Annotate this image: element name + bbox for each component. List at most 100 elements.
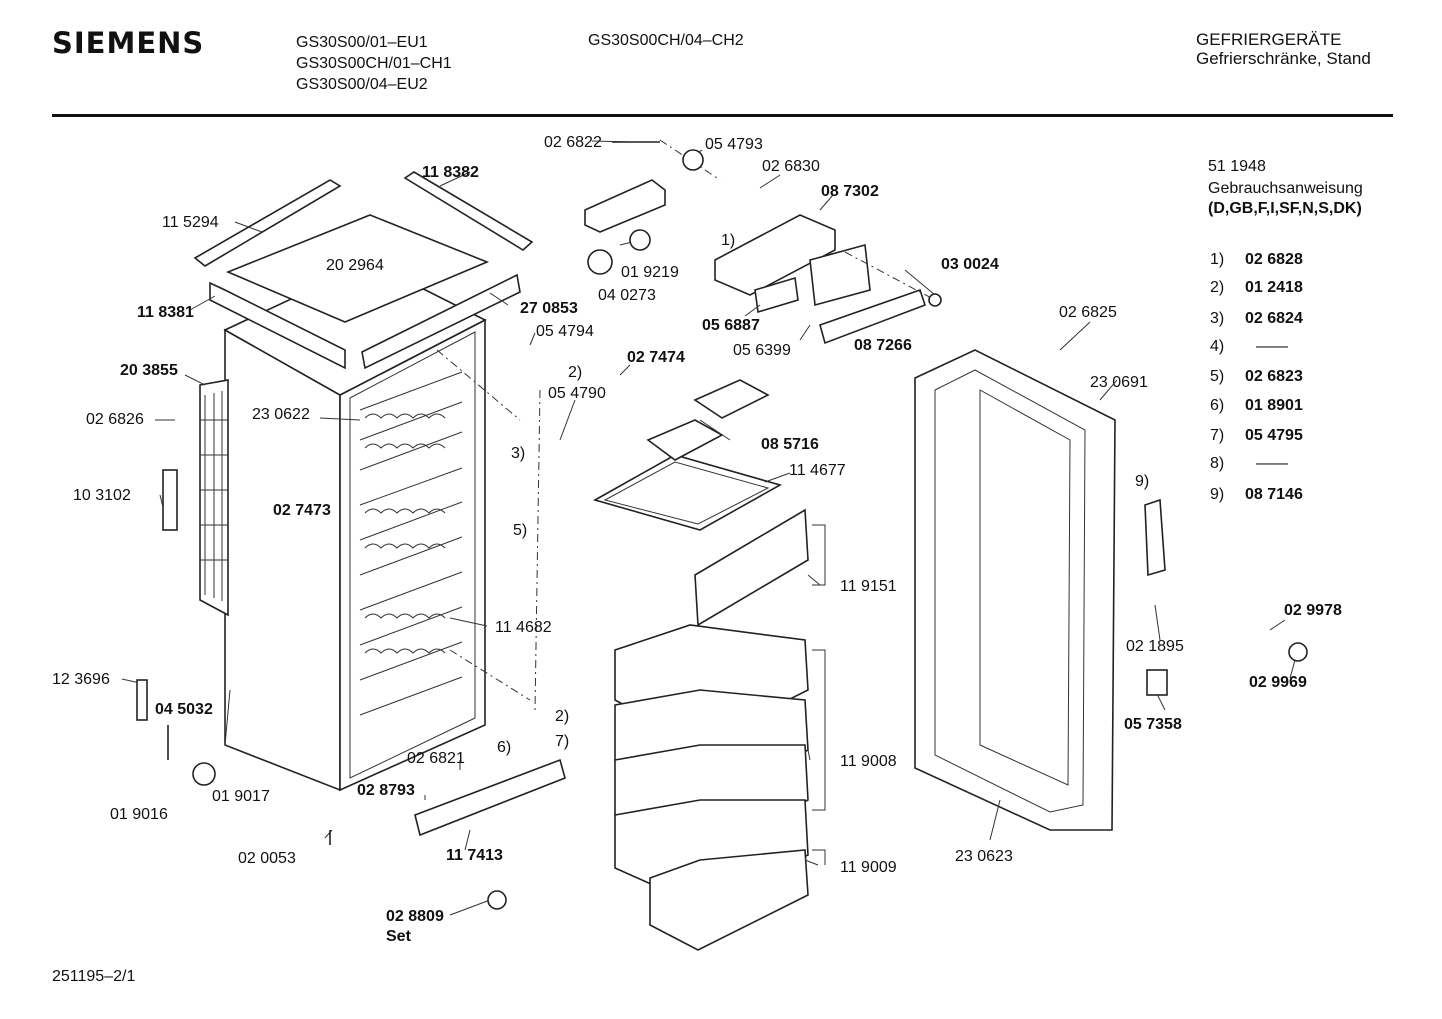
callout-label: 11 4682 xyxy=(495,619,552,636)
callout-label: 02 8793 xyxy=(357,782,415,799)
category-title: GEFRIERGERÄTE xyxy=(1196,30,1342,49)
cold-packs xyxy=(646,379,770,461)
callout-label: 05 4793 xyxy=(705,136,763,153)
basket-shelf xyxy=(592,454,783,531)
legend-key: 9) xyxy=(1210,486,1225,503)
legend-key: 8) xyxy=(1210,455,1225,472)
callout-label: 23 0623 xyxy=(955,848,1013,865)
callout-label: 01 9017 xyxy=(212,788,270,805)
legend-key: 4) xyxy=(1210,338,1225,355)
model-number: GS30S00CH/04–CH2 xyxy=(588,32,744,49)
manual-part-number: 51 1948 xyxy=(1208,158,1266,175)
callout-ref: 1) xyxy=(721,232,735,249)
callout-label: 02 1895 xyxy=(1126,638,1184,655)
callout-label: 02 6830 xyxy=(762,158,820,175)
callout-label: 02 9978 xyxy=(1284,602,1342,619)
callout-label: 12 3696 xyxy=(52,671,110,688)
callout-label: 23 0691 xyxy=(1090,374,1148,391)
callout-label: 08 7302 xyxy=(821,183,879,200)
callout-label: 05 4790 xyxy=(548,385,606,402)
callout-label: Set xyxy=(386,928,412,945)
leader-lines xyxy=(121,140,1296,916)
drawing-reference: 251195–2/1 xyxy=(52,968,136,985)
callout-label: 10 3102 xyxy=(73,487,131,504)
callout-label: 02 7473 xyxy=(273,502,331,519)
callout-label: 05 6887 xyxy=(702,317,760,334)
legend-key: 2) xyxy=(1210,279,1225,296)
top-rails xyxy=(193,171,534,267)
cabinet-body xyxy=(223,261,487,792)
header-divider xyxy=(52,114,1393,117)
callout-label: 02 6821 xyxy=(407,750,465,767)
dash-axes xyxy=(436,139,936,711)
callout-label: 05 6399 xyxy=(733,342,791,359)
callout-label: 11 7413 xyxy=(446,847,503,864)
legend-value: 02 6823 xyxy=(1245,368,1303,385)
callout-label: 11 8382 xyxy=(422,164,479,181)
model-number: GS30S00/01–EU1 xyxy=(296,34,428,51)
callout-label: 11 5294 xyxy=(162,214,219,231)
cabinet-shelves xyxy=(359,371,463,716)
callout-label: 11 9009 xyxy=(840,859,897,876)
callout-label: 23 0622 xyxy=(252,406,310,423)
callout-label: 11 9008 xyxy=(840,753,897,770)
model-number: GS30S00/04–EU2 xyxy=(296,76,428,93)
condenser-grid xyxy=(199,379,229,617)
legend-value: 02 6828 xyxy=(1245,251,1303,268)
callout-label: 04 0273 xyxy=(598,287,656,304)
callout-label: 11 8381 xyxy=(137,304,194,321)
callout-label: 02 6826 xyxy=(86,411,144,428)
legend-key: 3) xyxy=(1210,310,1225,327)
door-frame xyxy=(914,349,1116,831)
callout-label: 27 0853 xyxy=(520,300,578,317)
callout-label: 05 7358 xyxy=(1124,716,1182,733)
callout-label: 02 9969 xyxy=(1249,674,1307,691)
small-parts xyxy=(136,141,1308,910)
callout-label: 02 8809 xyxy=(386,908,444,925)
grouping-brackets xyxy=(812,524,826,865)
legend-value: 01 8901 xyxy=(1245,397,1303,414)
callout-label: 02 6825 xyxy=(1059,304,1117,321)
legend-key: 5) xyxy=(1210,368,1225,385)
callout-ref: 9) xyxy=(1135,473,1149,490)
callout-label: 08 7266 xyxy=(854,337,912,354)
freezer-drawers xyxy=(614,508,809,951)
callout-label: 20 3855 xyxy=(120,362,178,379)
callout-label: 05 4794 xyxy=(536,323,594,340)
callout-label: 11 4677 xyxy=(789,462,846,479)
model-number: GS30S00CH/01–CH1 xyxy=(296,55,452,72)
callout-ref: 7) xyxy=(555,733,569,750)
callout-label: 08 5716 xyxy=(761,436,819,453)
door-hinge xyxy=(1144,498,1166,577)
legend-value: —— xyxy=(1256,455,1288,472)
kickplate-grille xyxy=(414,758,566,837)
callout-label: 04 5032 xyxy=(155,701,213,718)
callout-label: 02 7474 xyxy=(627,349,685,366)
brand-logo: SIEMENS xyxy=(52,26,205,60)
callout-ref: 5) xyxy=(513,522,527,539)
callout-ref: 3) xyxy=(511,445,525,462)
legend-value: 01 2418 xyxy=(1245,279,1303,296)
manual-title: Gebrauchsanweisung xyxy=(1208,180,1363,197)
callout-ref: 6) xyxy=(497,739,511,756)
legend-value: 05 4795 xyxy=(1245,427,1303,444)
top-cover xyxy=(209,214,521,370)
legend-key: 6) xyxy=(1210,397,1225,414)
model-list: GS30S00/01–EU1 GS30S00CH/01–CH1 GS30S00/… xyxy=(296,32,452,95)
callout-label: 02 0053 xyxy=(238,850,296,867)
callout-label: 01 9016 xyxy=(110,806,168,823)
callout-label: 02 6822 xyxy=(544,134,602,151)
callout-label: 01 9219 xyxy=(621,264,679,281)
legend-value: 02 6824 xyxy=(1245,310,1303,327)
callout-ref: 2) xyxy=(568,364,582,381)
callout-label: 20 2964 xyxy=(326,257,384,274)
category-subtitle: Gefrierschränke, Stand xyxy=(1196,49,1371,68)
legend-value: —— xyxy=(1256,338,1288,355)
control-box xyxy=(584,179,927,345)
legend-key: 7) xyxy=(1210,427,1225,444)
legend-value: 08 7146 xyxy=(1245,486,1303,503)
category-heading: GEFRIERGERÄTE Gefrierschränke, Stand xyxy=(1196,30,1371,68)
callout-labels: 11 5294 11 8382 20 2964 11 8381 27 0853 … xyxy=(52,134,1342,945)
manual-languages: (D,GB,F,I,SF,N,S,DK) xyxy=(1208,200,1362,217)
